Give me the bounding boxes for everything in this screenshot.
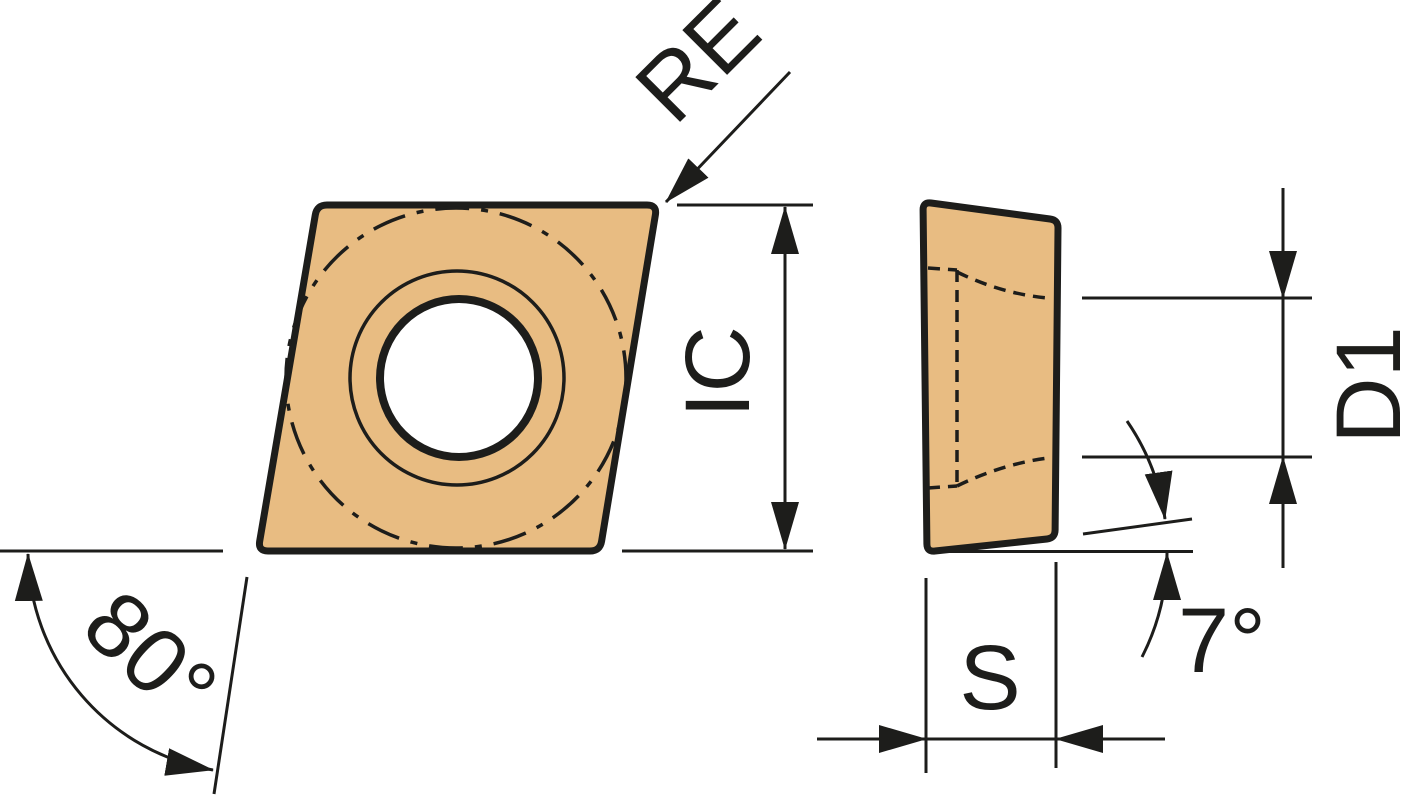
side-view: D1 S 7° [817,188,1420,773]
clearance-angle-arc-upper [1125,420,1173,520]
hidden-line-bottom-curve [956,456,1049,488]
s-label: S [959,627,1020,729]
re-leader-line [664,70,792,204]
hidden-line-bottom-left [927,484,958,490]
d1-label: D1 [1318,326,1420,444]
hidden-line-top-left [927,266,958,272]
center-hole-circle [376,295,542,461]
counterbore-circle [348,269,566,487]
hidden-line-top-curve [956,270,1049,300]
corner-angle-label: 80° [64,572,235,741]
clearance-angle-arc-lower [1140,552,1182,658]
inscribed-circle [284,206,628,550]
front-view: RE IC 80° [0,0,813,795]
left-edge-extension-line [212,576,249,795]
bottom-edge-extension-line [1082,517,1193,536]
ic-label: IC [667,326,769,418]
clearance-angle-label: 7° [1178,590,1266,692]
insert-side-outline [919,199,1062,555]
re-label: RE [617,0,780,141]
corner-angle-arc [14,553,214,776]
